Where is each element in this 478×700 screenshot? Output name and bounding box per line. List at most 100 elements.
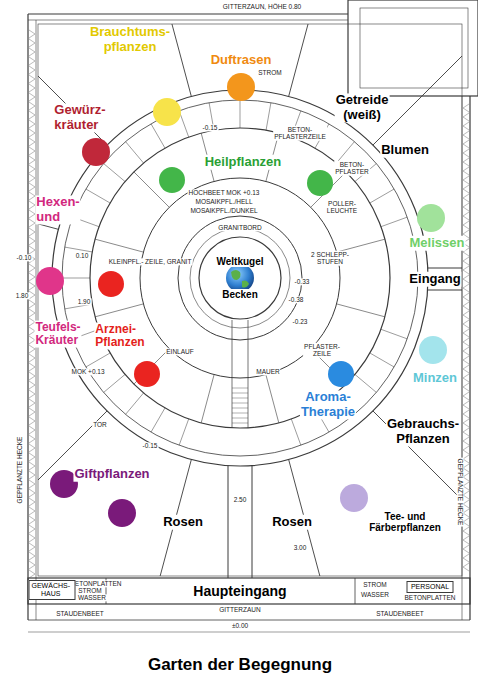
paving-joint [370,189,394,203]
plan-note: HOCHBEET MOK +0.13 [188,189,261,196]
hedge-stroke [463,563,469,571]
bed-divider [337,304,385,317]
bed-label: Melissen [409,236,466,251]
bed-dot [36,267,64,295]
hedge-stroke [463,131,469,139]
plan-note: MOSAIKPFL./HELL [194,198,253,205]
hedge-stroke [463,113,469,121]
hedge-stroke [463,356,469,364]
hedge-stroke [463,320,469,328]
plan-note: WASSER [360,591,390,598]
hedge-stroke [463,221,469,229]
plan-note: GITTERZAUN [218,606,262,613]
plan-note: POLLER- LEUCHTE [326,200,358,215]
bed-label: Eingang [408,272,461,287]
plan-note: GRANITBORD [217,224,262,231]
hedge-stroke [463,455,469,463]
ring-line [52,90,428,466]
entrance-band [28,578,470,604]
hedge-stroke [29,138,35,146]
hedge-stroke [29,156,35,164]
paving-joint [240,100,241,128]
bed-dot [134,361,160,387]
paving-joint [65,247,93,252]
paving-joint [104,374,125,392]
paving-joint [86,189,110,203]
paving-joint [179,419,189,445]
plan-title: Garten der Begegnung [148,655,332,675]
hedge-stroke [463,104,469,112]
edge-line [28,620,470,621]
hedge-stroke [29,84,35,92]
paving-joint [355,374,376,392]
bed-divider [95,304,143,317]
hedge-stroke [29,75,35,83]
hedge-stroke [463,293,469,301]
hedge-stroke [29,282,35,290]
hedge-stroke [29,417,35,425]
boundary-line [27,14,28,620]
step-line [232,398,248,399]
hedge-stroke [29,372,35,380]
main-path [228,466,229,578]
hedge-stroke [29,300,35,308]
plan-note: 1.90 [77,298,92,305]
hedge-stroke [463,212,469,220]
bed-divider [266,375,279,423]
hedge-stroke [29,498,35,506]
ring-line [190,228,290,328]
hedge-stroke [463,473,469,481]
hedge-stroke [29,408,35,416]
hedge-stroke [29,525,35,533]
hedge-stroke [463,464,469,472]
ring-line [140,178,340,378]
hedge-stroke [29,462,35,470]
plan-lines [0,0,478,645]
hedge-stroke [463,383,469,391]
hedge-stroke [463,176,469,184]
hedge-stroke [29,102,35,110]
bed-label: Gewürz- kräuter [53,103,106,132]
globe-land [231,270,249,288]
paving-joint [151,124,165,148]
plan-note: PFLASTER- ZEILE [303,343,341,358]
step-line [232,418,248,419]
bed-dot [82,138,110,166]
plan-note: BETON- PFLASTERZEILE [273,126,327,141]
plan-note: 3.00 [293,544,308,551]
hedge-stroke [29,228,35,236]
bed-label: Aroma- Therapie [300,390,356,419]
plan-note: STAUDENBEET [375,610,425,617]
hedge-stroke [29,534,35,542]
plan-note: 2.50 [233,496,248,503]
hedge-stroke [463,437,469,445]
bed-dot [419,336,447,364]
bed-label: Getreide (weiß) [335,93,390,122]
stair-line [248,320,249,428]
step-line [232,423,248,424]
hedge-stroke [29,426,35,434]
entrance-path [428,268,462,269]
hedge-stroke [463,527,469,535]
step-line [232,403,248,404]
plan-note: STAUDENBEET [55,610,105,617]
hedge-stroke [463,329,469,337]
hedge-stroke [29,507,35,515]
hedge-stroke [29,165,35,173]
bed-dot [340,484,368,512]
hedge-stroke [29,48,35,56]
paving-joint [104,164,125,182]
plan-note: STROM [362,581,387,588]
bed-label: Hexen- und [35,195,80,224]
hedge-stroke [463,518,469,526]
hedge-stroke [463,554,469,562]
staff-box: PERSONAL [407,581,454,593]
hedge-stroke [29,93,35,101]
node-text: GEWÄCHS- HAUS [32,582,71,597]
hedge-stroke [463,536,469,544]
plan-note: 0.10 [75,252,90,259]
plan-note: -0.33 [294,278,311,285]
hedge-stroke [29,561,35,569]
bed-dot [227,73,255,101]
paving-joint [126,142,144,163]
